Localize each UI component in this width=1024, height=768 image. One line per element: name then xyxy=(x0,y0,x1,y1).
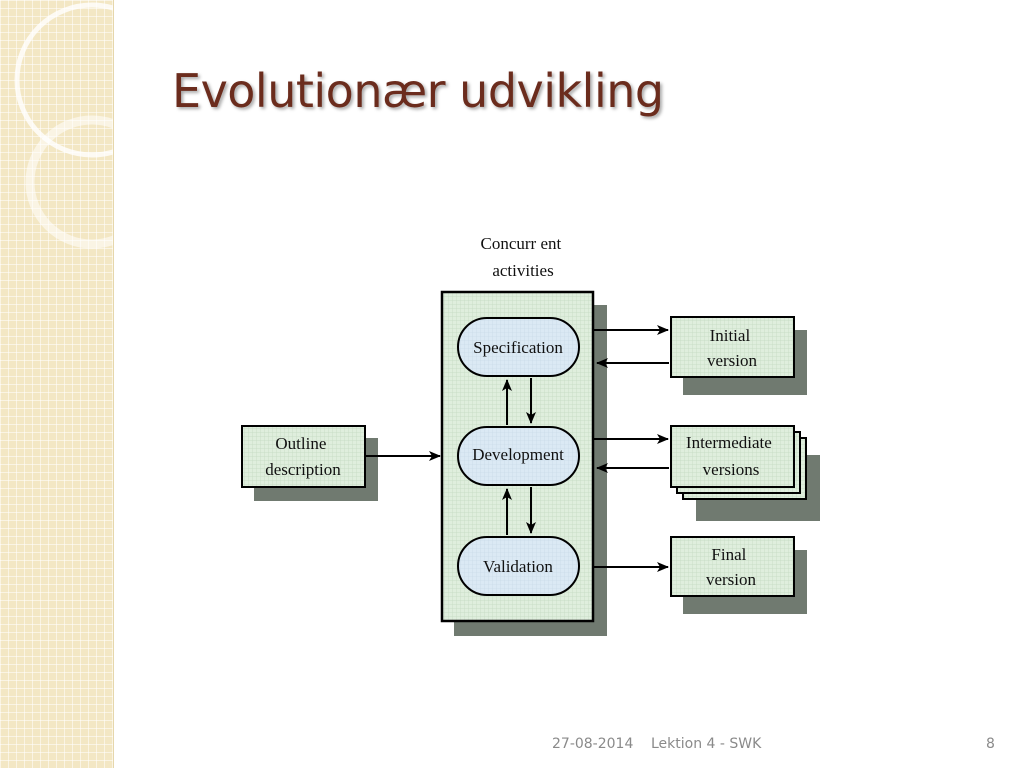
intermediate-versions-label: Intermediate versions xyxy=(686,433,776,479)
specification-label: Specification xyxy=(473,338,563,357)
specification-activity: Specification xyxy=(457,317,580,377)
footer-date: 27-08-2014 xyxy=(552,736,634,752)
footer-page-number: 8 xyxy=(986,736,995,752)
output-arrows xyxy=(594,325,669,572)
footer-lecture: Lektion 4 - SWK xyxy=(651,736,762,752)
outline-description-label: Outline description xyxy=(265,434,341,479)
activity-arrows xyxy=(502,378,536,535)
final-version-box: Final version xyxy=(670,536,807,614)
outline-description-box: Outline description xyxy=(241,425,378,501)
validation-activity: Validation xyxy=(457,536,580,596)
slide-title: Evolutionær udvikling xyxy=(172,64,664,118)
intermediate-versions-box: Intermediate versions xyxy=(670,425,820,521)
final-version-label: Final version xyxy=(706,545,757,589)
validation-label: Validation xyxy=(483,557,553,576)
development-activity: Development xyxy=(457,426,580,486)
initial-version-label: Initial version xyxy=(707,326,758,370)
initial-version-box: Initial version xyxy=(670,316,807,395)
decorative-circles xyxy=(14,2,113,249)
concurrent-activities-label: Concurr ent activities xyxy=(481,234,566,280)
sidebar-background xyxy=(0,0,114,768)
development-label: Development xyxy=(472,445,564,464)
